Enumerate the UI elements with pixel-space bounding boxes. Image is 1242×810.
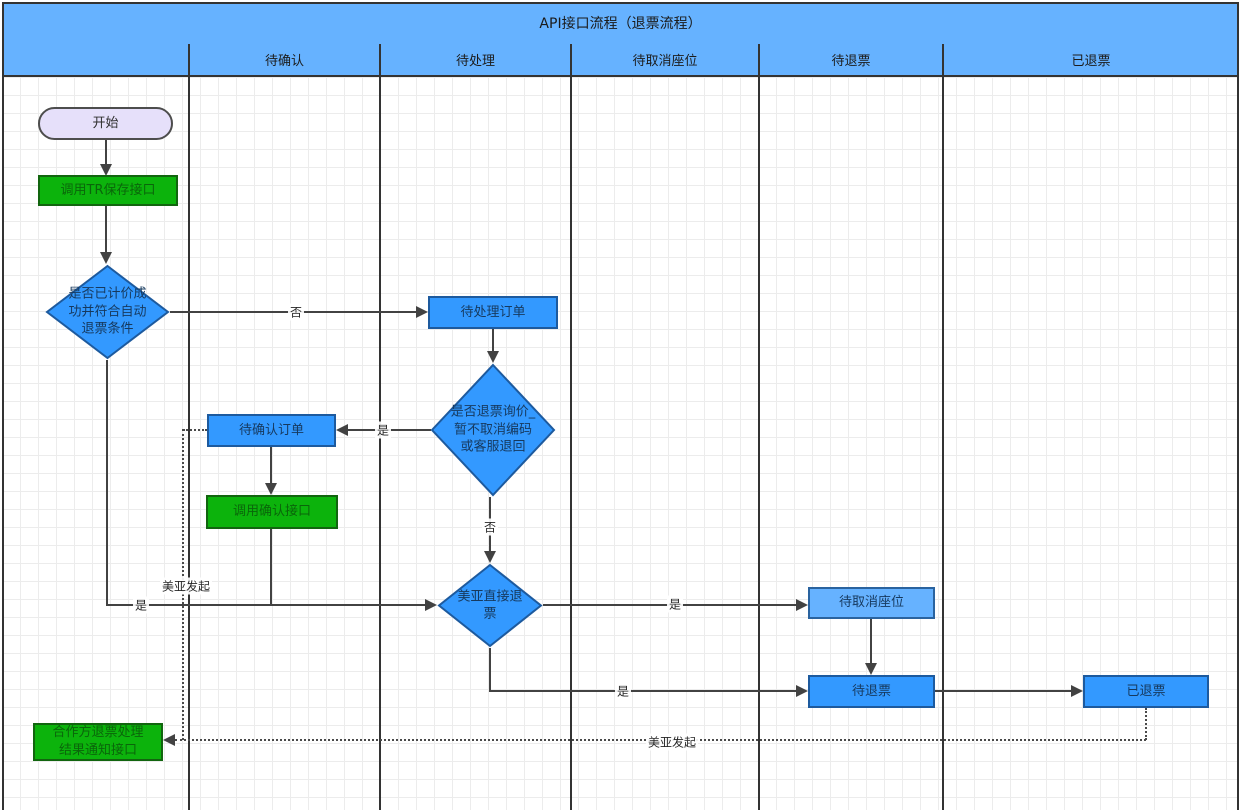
connector-segment — [870, 619, 872, 664]
lane-header-cancel-seat: 待取消座位 — [571, 44, 759, 77]
connector-segment — [106, 604, 425, 606]
pool-border-left — [2, 2, 4, 810]
node-label: 是否已计价成功并符合自动退票条件 — [68, 286, 147, 337]
edge-label-meiya-initiated: 美亚发起 — [645, 733, 699, 751]
arrowhead-right — [796, 599, 808, 611]
arrowhead-left — [163, 734, 175, 746]
lane-label: 待处理 — [455, 54, 495, 69]
diamond-shape — [437, 563, 543, 648]
lane-header-refunded: 已退票 — [943, 44, 1239, 77]
lane-header-empty — [2, 44, 189, 77]
lane-header-confirm: 待确认 — [189, 44, 380, 77]
node-call-confirm[interactable]: 调用确认接口 — [206, 495, 338, 529]
diamond-shape — [430, 363, 556, 497]
lane-label: 已退票 — [1071, 54, 1111, 69]
node-label: 调用确认接口 — [232, 504, 311, 520]
edge-label-no: 否 — [481, 518, 499, 536]
connector-segment — [105, 140, 107, 166]
arrowhead-down — [484, 551, 496, 563]
edge-label-meiya-initiated: 美亚发起 — [159, 577, 213, 595]
arrowhead-down — [487, 351, 499, 363]
node-start[interactable]: 开始 — [38, 107, 173, 140]
node-decision-inquiry[interactable]: 是否退票询价_暂不取消编码或客服退回 — [430, 363, 556, 497]
connector-segment — [270, 529, 272, 606]
arrowhead-down — [865, 663, 877, 675]
node-label: 是否退票询价_暂不取消编码或客服退回 — [450, 404, 536, 455]
pool-title-text: API接口流程（退票流程） — [539, 16, 702, 32]
diamond-shape — [45, 264, 170, 360]
pool-border-top — [2, 2, 1239, 4]
edge-label-yes: 是 — [132, 596, 150, 614]
pool-border-right — [1237, 2, 1239, 810]
connector-segment — [489, 648, 491, 692]
lane-label: 待取消座位 — [632, 54, 698, 69]
node-decision-direct-refund[interactable]: 美亚直接退票 — [437, 563, 543, 648]
arrowhead-down — [100, 164, 112, 176]
connector-segment — [935, 690, 1072, 692]
node-label: 调用TR保存接口 — [60, 182, 156, 198]
dotted-connector — [183, 429, 207, 431]
lane-label: 待退票 — [831, 54, 871, 69]
node-label: 美亚直接退票 — [457, 588, 523, 622]
node-label: 待确认订单 — [238, 422, 304, 438]
connector-segment — [489, 690, 796, 692]
node-label: 待退票 — [851, 683, 891, 699]
lane-label: 待确认 — [264, 54, 304, 69]
connector-segment — [270, 447, 272, 484]
lane-header-pending: 待处理 — [380, 44, 571, 77]
node-label: 开始 — [92, 115, 119, 131]
arrowhead-right — [796, 685, 808, 697]
arrowhead-right — [1071, 685, 1083, 697]
node-label: 待处理订单 — [460, 304, 526, 320]
arrowhead-down — [100, 252, 112, 264]
node-decision-auto-refund[interactable]: 是否已计价成功并符合自动退票条件 — [45, 264, 170, 360]
node-cancel-seat[interactable]: 待取消座位 — [808, 587, 935, 619]
lane-separator — [758, 44, 760, 810]
arrowhead-left — [336, 424, 348, 436]
lane-separator — [188, 44, 190, 810]
node-pending-refund[interactable]: 待退票 — [808, 675, 935, 708]
connector-segment — [106, 360, 108, 606]
node-label: 待取消座位 — [838, 595, 904, 611]
edge-label-yes: 是 — [666, 595, 684, 613]
arrowhead-right — [425, 599, 437, 611]
dotted-connector — [1145, 708, 1147, 740]
connector-segment — [105, 206, 107, 253]
lane-separator — [570, 44, 572, 810]
node-refunded[interactable]: 已退票 — [1083, 675, 1209, 708]
connector-segment — [492, 329, 494, 352]
node-pending-order[interactable]: 待处理订单 — [428, 296, 558, 329]
arrowhead-right — [416, 306, 428, 318]
edge-label-yes: 是 — [374, 421, 392, 439]
node-confirm-order[interactable]: 待确认订单 — [207, 414, 336, 447]
node-partner-notify-api[interactable]: 合作方退票处理结果通知接口 — [33, 723, 163, 761]
edge-label-no: 否 — [287, 303, 305, 321]
node-label: 合作方退票处理结果通知接口 — [52, 725, 144, 758]
arrowhead-down — [265, 483, 277, 495]
lane-header-pending-refund: 待退票 — [759, 44, 943, 77]
node-call-tr-save[interactable]: 调用TR保存接口 — [38, 175, 178, 206]
edge-label-yes: 是 — [614, 682, 632, 700]
node-label: 已退票 — [1126, 683, 1166, 699]
pool-title: API接口流程（退票流程） — [2, 2, 1239, 46]
lane-separator — [942, 44, 944, 810]
